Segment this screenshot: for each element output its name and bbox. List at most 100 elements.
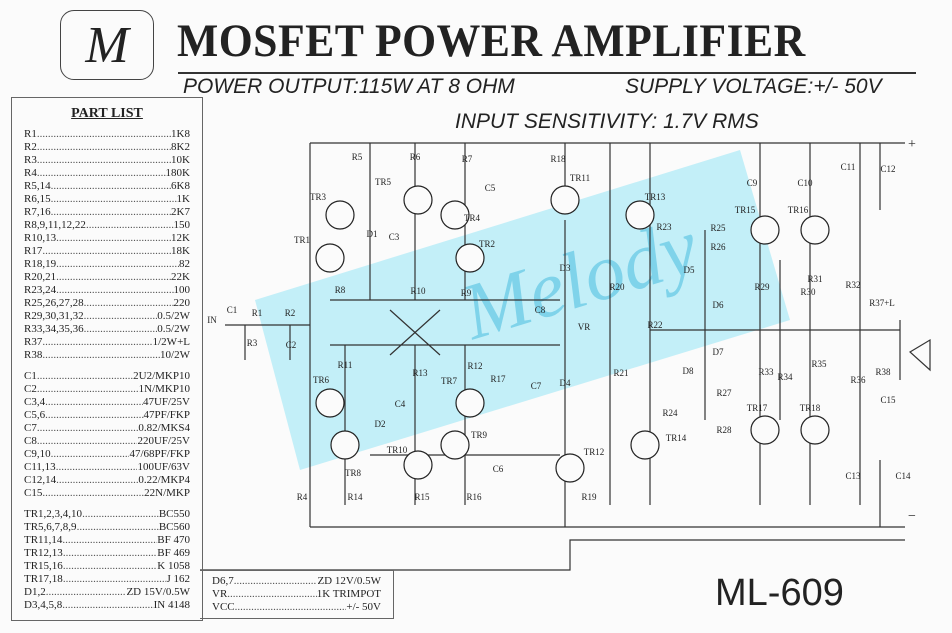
component-label: R14 <box>347 492 363 502</box>
leader-dots <box>62 534 157 547</box>
component-label: R31 <box>807 274 822 284</box>
component-label: TR16 <box>788 205 809 215</box>
leader-dots <box>84 310 158 323</box>
leader-dots <box>37 141 171 154</box>
part-value: 47/68PF/FKP <box>129 448 190 460</box>
component-label: C3 <box>389 232 400 242</box>
component-label: D8 <box>683 366 694 376</box>
part-value: 0.5/2W <box>157 310 190 322</box>
component-label: R4 <box>297 492 308 502</box>
part-ref: R18,19 <box>24 258 57 270</box>
part-list-heading: PART LIST <box>71 106 143 121</box>
component-label: R7 <box>462 154 473 164</box>
part-value: 10/2W <box>160 349 190 361</box>
part-ref: R37 <box>24 336 43 348</box>
part-ref: C2 <box>24 383 37 395</box>
component-label: R2 <box>285 308 296 318</box>
part-value: +/- 50V <box>346 601 381 613</box>
part-row: D1,2ZD 15V/0.5W <box>12 586 202 599</box>
component-label: R29 <box>754 282 770 292</box>
component-label: C7 <box>531 381 542 391</box>
leader-dots <box>56 258 179 271</box>
part-row: C1522N/MKP <box>12 487 202 500</box>
component-label: R32 <box>845 280 860 290</box>
part-value: 1K8 <box>171 128 190 140</box>
component-label: R17 <box>490 374 506 384</box>
part-row: C12,140.22/MKP4 <box>12 474 202 487</box>
part-value: 0.5/2W <box>157 323 190 335</box>
component-label: C8 <box>535 305 546 315</box>
part-row: R1718K <box>12 245 202 258</box>
component-label: R9 <box>461 288 472 298</box>
part-value: 0.82/MKS4 <box>138 422 190 434</box>
component-label: TR8 <box>345 468 362 478</box>
component-label: TR12 <box>584 447 605 457</box>
transistor-symbol <box>440 200 470 230</box>
component-label: R13 <box>412 368 428 378</box>
leader-dots <box>63 547 157 560</box>
leader-dots <box>46 586 127 599</box>
component-label: R35 <box>811 359 827 369</box>
leader-dots <box>77 521 159 534</box>
part-value: 12K <box>171 232 190 244</box>
part-row: C8220UF/25V <box>12 435 202 448</box>
part-ref: R29,30,31,32 <box>24 310 84 322</box>
transistor-symbol <box>625 200 655 230</box>
component-label: TR10 <box>387 445 408 455</box>
leader-dots <box>51 206 171 219</box>
part-row: R6,151K <box>12 193 202 206</box>
part-value: 100 <box>173 284 191 296</box>
leader-dots <box>45 409 143 422</box>
part-row: R33,34,35,36 0.5/2W <box>12 323 202 336</box>
part-row: R3810/2W <box>12 349 202 362</box>
leader-dots <box>56 461 138 474</box>
transistor-symbol <box>440 430 470 460</box>
component-label: R11 <box>338 360 353 370</box>
part-ref: R1 <box>24 128 37 140</box>
part-ref: C3,4 <box>24 396 46 408</box>
component-label: C1 <box>227 305 238 315</box>
part-ref: C8 <box>24 435 37 447</box>
part-row: R10,1312K <box>12 232 202 245</box>
part-list: PART LIST R11K8R28K2R310KR4180KR5,146K8R… <box>11 97 203 621</box>
part-row: R1 1K8 <box>12 128 202 141</box>
component-label: C5 <box>485 183 496 193</box>
component-label: C4 <box>395 399 406 409</box>
component-label: C6 <box>493 464 504 474</box>
component-label: R25 <box>710 223 726 233</box>
part-ref: C11,13 <box>24 461 56 473</box>
component-label: D6 <box>713 300 724 310</box>
component-label: TR9 <box>471 430 488 440</box>
part-ref: VCC <box>212 601 235 613</box>
component-label: R27 <box>716 388 732 398</box>
part-value: 1/2W+L <box>152 336 190 348</box>
model-number: ML-609 <box>715 572 844 614</box>
leader-dots <box>37 435 138 448</box>
part-value: IN 4148 <box>153 599 190 611</box>
part-row: R25,26,27,28220 <box>12 297 202 310</box>
part-value: ZD 15V/0.5W <box>126 586 190 598</box>
part-row: R37 1/2W+L <box>12 336 202 349</box>
transistor-symbol <box>330 430 360 460</box>
part-row: R4180K <box>12 167 202 180</box>
part-ref: R33,34,35,36 <box>24 323 84 335</box>
transistor-symbol <box>750 215 780 245</box>
part-row: C11,13100UF/63V <box>12 461 202 474</box>
component-label: R20 <box>609 282 625 292</box>
transistor-symbol <box>315 243 345 273</box>
part-value: 47UF/25V <box>142 396 190 408</box>
melody-logo: M <box>60 10 154 80</box>
part-value: 2K7 <box>171 206 190 218</box>
transistor-symbol <box>403 450 433 480</box>
part-value: 180K <box>165 167 190 179</box>
capacitor-list: C12U2/MKP10C21N/MKP10C3,447UF/25VC5,647P… <box>12 370 202 500</box>
leader-dots <box>84 297 174 310</box>
part-row: C3,4 47UF/25V <box>12 396 202 409</box>
part-ref: C9,10 <box>24 448 51 460</box>
component-label: D7 <box>713 347 724 357</box>
part-row: R23,24100 <box>12 284 202 297</box>
component-label: IN <box>207 315 217 325</box>
part-value: 47PF/FKP <box>143 409 190 421</box>
part-value: K 1058 <box>157 560 190 572</box>
